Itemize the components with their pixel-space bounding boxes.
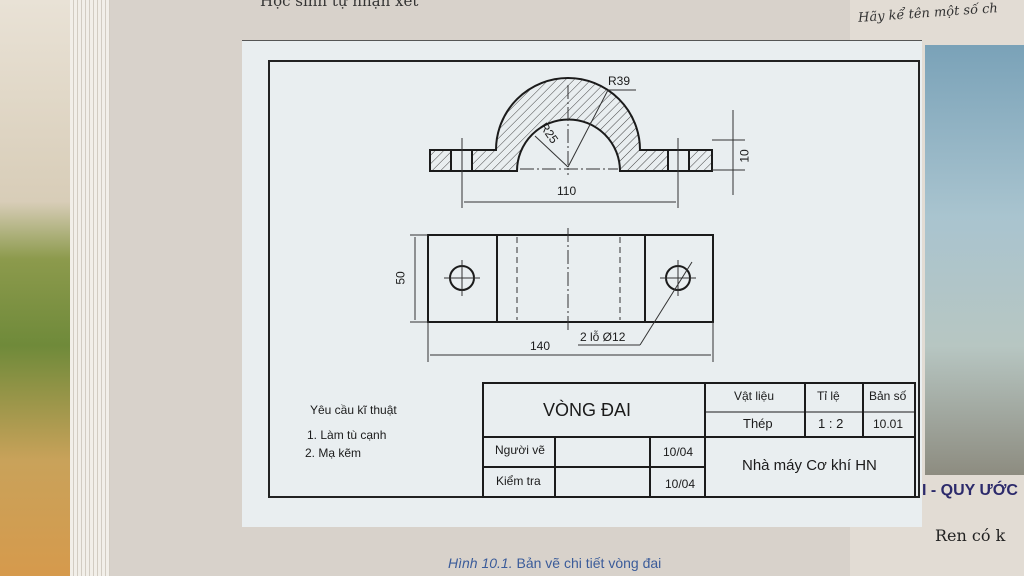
material-value: Thép (743, 416, 773, 431)
r25-leader (534, 135, 569, 168)
scale-value: 1 : 2 (818, 416, 844, 431)
right-page-body: Ren có k (935, 526, 1006, 545)
dim-140: 140 (530, 339, 551, 353)
title-block (482, 382, 916, 498)
section-view (429, 77, 713, 172)
part-name: VÒNG ĐAI (543, 400, 632, 420)
sheet-label: Bản số (869, 389, 907, 403)
sheet-value: 10.01 (873, 417, 904, 431)
dim-50: 50 (393, 271, 408, 285)
requirements-title: Yêu cầu kĩ thuật (310, 403, 397, 417)
section-heading: I - QUY ƯỚC (922, 482, 1018, 499)
figure-caption: Hình 10.1. Bản vẽ chi tiết vòng đai (448, 555, 661, 571)
company-name: Nhà máy Cơ khí HN (742, 457, 877, 474)
drawn-date: 10/04 (663, 445, 694, 459)
page-top-text: Học sinh tự nhận xét (260, 0, 419, 10)
dim-110: 110 (557, 184, 577, 198)
illustration-photo (925, 45, 1024, 475)
strap-section (429, 77, 713, 172)
checked-date: 10/04 (665, 477, 696, 491)
material-label: Vật liệu (734, 389, 775, 403)
drawn-by-label: Người vẽ (495, 443, 545, 457)
caption-text: Bản vẽ chi tiết vòng đai (516, 555, 662, 571)
caption-label: Hình 10.1. (448, 555, 513, 571)
requirement-item: 2. Mạ kẽm (305, 446, 362, 460)
holes-leader (639, 261, 693, 346)
checked-label: Kiểm tra (496, 474, 541, 488)
dim-10: 10 (737, 149, 752, 163)
dim-holes: 2 lỗ Ø12 (580, 330, 626, 344)
page-stack (70, 0, 110, 576)
requirement-item: 1. Làm tù cạnh (307, 428, 387, 442)
scale-label: Tỉ lệ (817, 389, 840, 403)
dim-r39: R39 (608, 74, 631, 88)
r39-leader (567, 89, 609, 168)
